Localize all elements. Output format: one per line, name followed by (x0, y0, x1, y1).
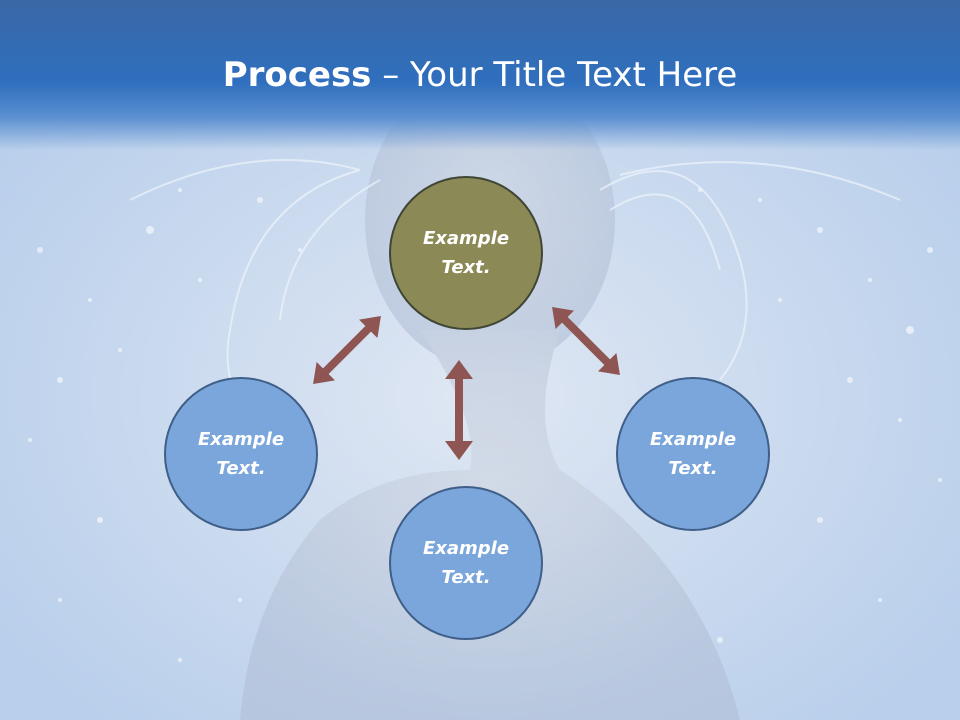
slide-title: Process – Your Title Text Here (0, 52, 960, 98)
arrow-left-diagonal (313, 316, 381, 384)
node-left: Example Text. (164, 377, 318, 531)
arrow-right-diagonal (552, 307, 620, 375)
title-bar (0, 0, 960, 150)
water-droplets (28, 188, 942, 662)
arrow-group (313, 307, 620, 460)
node-top: Example Text. (389, 176, 543, 330)
node-bottom: Example Text. (389, 486, 543, 640)
title-bold: Process (222, 55, 372, 95)
node-right: Example Text. (616, 377, 770, 531)
arrow-vertical (445, 360, 473, 460)
title-rest: – Your Title Text Here (371, 55, 738, 95)
